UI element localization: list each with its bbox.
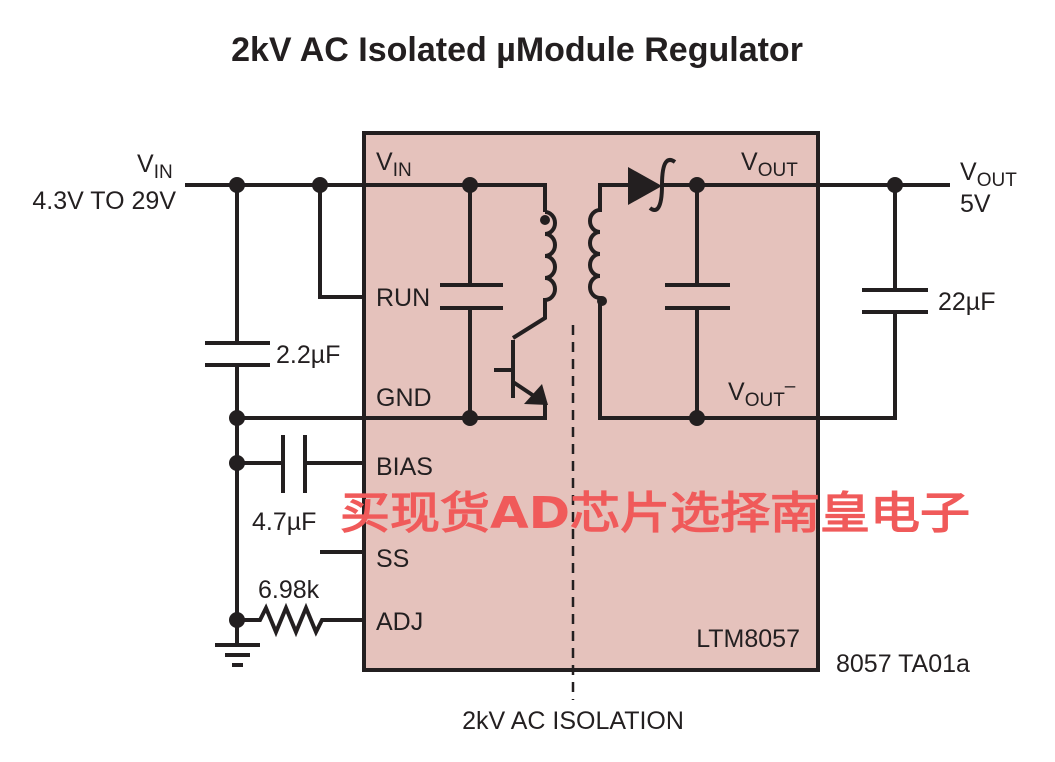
output-capacitor <box>862 288 928 314</box>
schottky-diode <box>628 158 677 212</box>
watermark: 买现货AD芯片选择南皇电子 <box>340 488 970 539</box>
vin-label: VIN <box>137 150 173 183</box>
pin-vout-neg: VOUT– <box>728 376 796 411</box>
pin-ss: SS <box>376 545 409 573</box>
output-wiring <box>662 177 950 426</box>
pin-vin: VIN <box>376 148 412 181</box>
isolation-label: 2kV AC ISOLATION <box>462 707 684 735</box>
diagram-title: 2kV AC Isolated µModule Regulator <box>231 31 803 69</box>
part-number: LTM8057 <box>696 625 800 653</box>
primary-winding <box>511 210 557 340</box>
vout-label: VOUT <box>960 158 1017 191</box>
r-adj-value: 6.98k <box>258 576 320 604</box>
pin-run: RUN <box>376 284 430 312</box>
figure-id: 8057 TA01a <box>836 650 970 678</box>
pin-bias: BIAS <box>376 453 433 481</box>
c-in-value: 2.2µF <box>276 341 340 369</box>
secondary-winding <box>588 183 897 420</box>
pin-adj: ADJ <box>376 608 423 636</box>
switch-transistor <box>494 340 548 418</box>
c-bias-value: 4.7µF <box>252 508 316 536</box>
c-out-value: 22µF <box>938 288 995 316</box>
ground-symbol <box>215 643 260 667</box>
internal-output-capacitor <box>665 283 730 310</box>
pin-vout: VOUT <box>741 148 798 181</box>
adj-resistor <box>237 602 364 638</box>
internal-input-capacitor <box>440 283 503 310</box>
bias-capacitor <box>237 435 364 493</box>
vout-value: 5V <box>960 190 991 218</box>
vin-range: 4.3V TO 29V <box>32 187 176 215</box>
pin-gnd: GND <box>376 384 432 412</box>
input-capacitor <box>205 341 270 367</box>
